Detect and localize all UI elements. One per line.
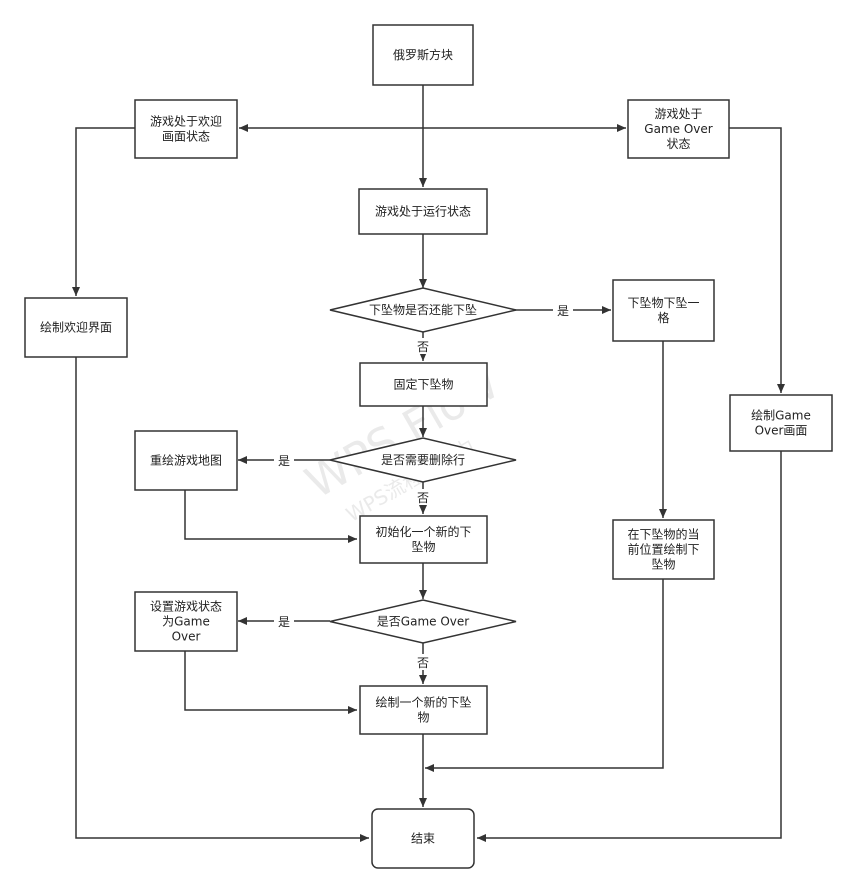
node-running-state: 游戏处于运行状态 — [358, 188, 488, 235]
node-draw-new-shape — [359, 685, 488, 735]
node-end-shape — [371, 808, 475, 869]
node-set-gameover-label: 设置游戏状态 — [150, 600, 222, 614]
node-can-fall-shape — [329, 287, 517, 333]
label-delete-yes: 是 — [278, 454, 290, 468]
node-tetris-shape — [372, 24, 474, 86]
node-end-label: 结束 — [411, 832, 435, 846]
label-canfall-no: 否 — [417, 340, 429, 354]
edge-redraw-to-init — [184, 490, 357, 543]
node-need-delete-label: 是否需要删除行 — [381, 452, 465, 467]
label-gameover-yes: 是 — [278, 615, 290, 629]
edge-labels: 是 否 是 否 是 否 — [274, 302, 573, 670]
node-running-state-shape — [358, 188, 488, 235]
node-draw-current-shape — [612, 519, 715, 580]
node-running-state-label: 游戏处于运行状态 — [375, 205, 471, 219]
node-set-gameover-label: Over — [172, 630, 201, 644]
node-is-gameover: 是否Game Over — [329, 599, 517, 644]
node-fall-one-label: 格 — [657, 310, 669, 325]
node-redraw-map: 重绘游戏地图 — [134, 430, 238, 491]
node-set-gameover-shape — [134, 591, 238, 652]
node-gameover-state-label: 状态 — [666, 137, 690, 151]
node-gameover-state-label: Game Over — [644, 122, 712, 136]
node-draw-gameover-label: 绘制Game — [751, 408, 811, 423]
node-fix-piece-shape — [359, 362, 488, 407]
edge-drawcurrent-to-merge — [425, 579, 664, 772]
edge-gameover-state-to-draw — [729, 127, 785, 393]
node-draw-welcome-shape — [24, 297, 128, 358]
label-delete-no: 否 — [417, 491, 429, 505]
node-gameover-state-label: 游戏处于 — [654, 107, 702, 121]
node-init-new-shape — [359, 515, 488, 564]
node-fall-one-shape — [612, 279, 715, 342]
node-welcome-state-label: 画面状态 — [162, 130, 210, 144]
node-redraw-map-shape — [134, 430, 238, 491]
node-redraw-map-label: 重绘游戏地图 — [150, 453, 222, 468]
node-set-gameover-label: 为Game — [162, 615, 210, 629]
node-draw-welcome-label: 绘制欢迎界面 — [40, 320, 112, 335]
node-tetris: 俄罗斯方块 — [372, 24, 474, 86]
node-end: 结束 — [371, 808, 475, 869]
node-can-fall: 下坠物是否还能下坠 — [329, 287, 517, 333]
node-need-delete-shape — [329, 437, 517, 483]
node-tetris-label: 俄罗斯方块 — [393, 47, 453, 62]
label-gameover-no: 否 — [417, 656, 429, 670]
label-canfall-yes: 是 — [557, 304, 569, 318]
node-is-gameover-shape — [329, 599, 517, 644]
node-fall-one-label: 下坠物下坠一 — [627, 296, 699, 310]
node-init-new-label: 坠物 — [411, 540, 435, 554]
node-fix-piece: 固定下坠物 — [359, 362, 488, 407]
node-draw-current-label: 坠物 — [651, 558, 675, 572]
edge-drawgameover-to-end — [477, 451, 782, 842]
node-need-delete: 是否需要删除行 — [329, 437, 517, 483]
node-draw-welcome: 绘制欢迎界面 — [24, 297, 128, 358]
node-welcome-state-label: 游戏处于欢迎 — [150, 114, 222, 129]
node-is-gameover-label: 是否Game Over — [377, 615, 469, 629]
edge-welcome-state-to-draw — [72, 127, 135, 296]
node-fix-piece-label: 固定下坠物 — [393, 377, 453, 392]
edge-setgameover-to-drawnew — [184, 651, 357, 714]
node-gameover-state-shape — [627, 99, 730, 159]
node-draw-gameover-shape — [729, 394, 833, 452]
node-draw-current-label: 前位置绘制下 — [627, 542, 699, 557]
node-can-fall-label: 下坠物是否还能下坠 — [369, 303, 477, 317]
node-draw-new-label: 物 — [417, 711, 429, 725]
node-draw-current-label: 在下坠物的当 — [627, 527, 699, 542]
node-welcome-state-shape — [134, 99, 238, 159]
node-draw-gameover-label: Over画面 — [755, 424, 808, 438]
node-draw-new-label: 绘制一个新的下坠 — [375, 695, 471, 710]
node-init-new-label: 初始化一个新的下 — [375, 524, 471, 539]
edge-drawwelcome-to-end — [75, 357, 369, 842]
